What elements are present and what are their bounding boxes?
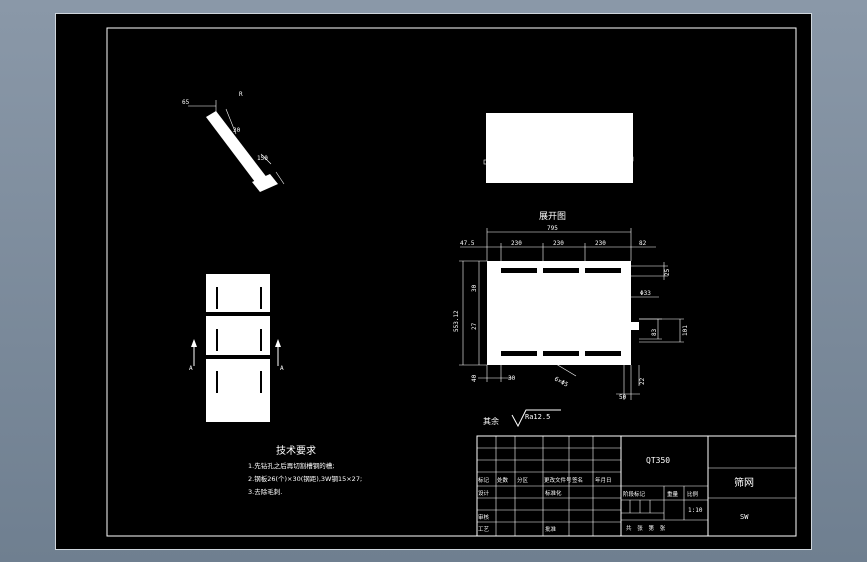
iso-part-body — [206, 111, 268, 186]
title-block: 标记 处数 分区 更改文件号 签名 年月日 设计 标准化 审核 工艺 批准 QT… — [476, 435, 797, 537]
dim-right-offset: 82 — [639, 240, 647, 247]
tb-signature: 签名 — [572, 476, 583, 484]
tb-drawing-no: SW — [740, 513, 749, 521]
notes-line-2: 2.钢板26(个)×30(钢距),3W钢15×27; — [248, 474, 362, 483]
tb-sheets: 共 张 第 张 — [626, 524, 667, 532]
dim-span-3: 230 — [595, 240, 606, 247]
roughness-prefix: 其余 — [483, 416, 499, 426]
dim-right-middle: 83 — [651, 328, 658, 336]
tb-approve: 批准 — [545, 525, 557, 533]
tb-design: 设计 — [478, 489, 490, 497]
dim-overall-width: 795 — [547, 225, 558, 232]
roughness-symbol: 其余 Ra12.5 — [483, 409, 561, 428]
side-slot-1 — [216, 287, 218, 309]
tb-weight: 重量 — [667, 490, 679, 498]
tb-standardize: 标准化 — [545, 489, 562, 497]
iso-part-end — [252, 174, 278, 192]
expanded-view: 展开图 795 47.5 230 230 230 82 553.12 30 27… — [453, 211, 689, 401]
drawing-sheet: 65 R 30 150 25 A A 展开图 — [55, 13, 812, 550]
tb-date: 年月日 — [595, 476, 612, 484]
plan-plate — [486, 113, 633, 183]
iso-dim-150: 150 — [257, 155, 268, 162]
dim-bottom-right-2: 50 — [619, 394, 627, 401]
side-slot-4 — [260, 287, 262, 309]
notes-line-1: 1.先钻孔之后再切割槽钢的槽; — [248, 461, 334, 470]
side-view: A A — [189, 274, 284, 422]
dim-left-offset: 47.5 — [460, 240, 475, 247]
dim-right-outer: 101 — [682, 325, 689, 336]
section-mark-left: A — [189, 365, 193, 372]
tb-review: 审核 — [478, 513, 490, 521]
inner-frame — [106, 27, 797, 537]
isometric-view: 65 R 30 150 25 — [182, 91, 285, 192]
tb-mark: 标记 — [478, 476, 490, 484]
iso-dim-25: 25 — [255, 180, 263, 187]
side-slot-6 — [260, 371, 262, 393]
dim-bottom-chain: 6×Φ5 — [553, 376, 569, 389]
iso-dim-30: 30 — [233, 127, 241, 134]
tb-part-name: 筛网 — [734, 476, 754, 489]
tb-scale-label: 比例 — [687, 490, 699, 498]
dim-right-hole: Φ33 — [640, 290, 651, 297]
iso-dim-65: 65 — [182, 99, 190, 106]
dim-bottom-right-1: 22 — [639, 377, 646, 385]
side-slot-3 — [216, 371, 218, 393]
dim-bottom-left: 30 — [508, 375, 516, 382]
tb-process: 工艺 — [478, 526, 490, 533]
top-plan-view — [483, 113, 634, 183]
technical-notes: 技术要求 1.先钻孔之后再切割槽钢的槽; 2.钢板26(个)×30(钢距),3W… — [248, 444, 362, 496]
dim-span-2: 230 — [553, 240, 564, 247]
dim-right-upper: 25 — [664, 268, 671, 276]
tb-scale: 1:10 — [688, 507, 703, 514]
dim-left-height: 553.12 — [453, 310, 460, 332]
dim-left-mid: 27 — [471, 322, 478, 330]
tb-material: QT350 — [646, 456, 670, 465]
section-mark-right: A — [280, 365, 284, 372]
expanded-view-label: 展开图 — [539, 211, 566, 222]
roughness-value: Ra12.5 — [525, 413, 550, 421]
tb-zone: 分区 — [517, 476, 529, 484]
dim-left-upper: 30 — [471, 284, 478, 292]
side-slot-2 — [216, 329, 218, 351]
tb-change-doc: 更改文件号 — [544, 476, 572, 484]
side-slot-5 — [260, 329, 262, 351]
notes-line-3: 3.去除毛刺. — [248, 487, 282, 496]
dim-span-1: 230 — [511, 240, 522, 247]
tb-stage-mark: 阶段标记 — [623, 490, 646, 498]
notes-title: 技术要求 — [276, 444, 316, 457]
dim-left-lower: 40 — [471, 374, 478, 382]
iso-dim-r: R — [239, 91, 243, 98]
tb-count: 处数 — [497, 476, 509, 484]
expanded-plate — [487, 261, 631, 365]
cad-drawing: 65 R 30 150 25 A A 展开图 — [106, 27, 797, 537]
